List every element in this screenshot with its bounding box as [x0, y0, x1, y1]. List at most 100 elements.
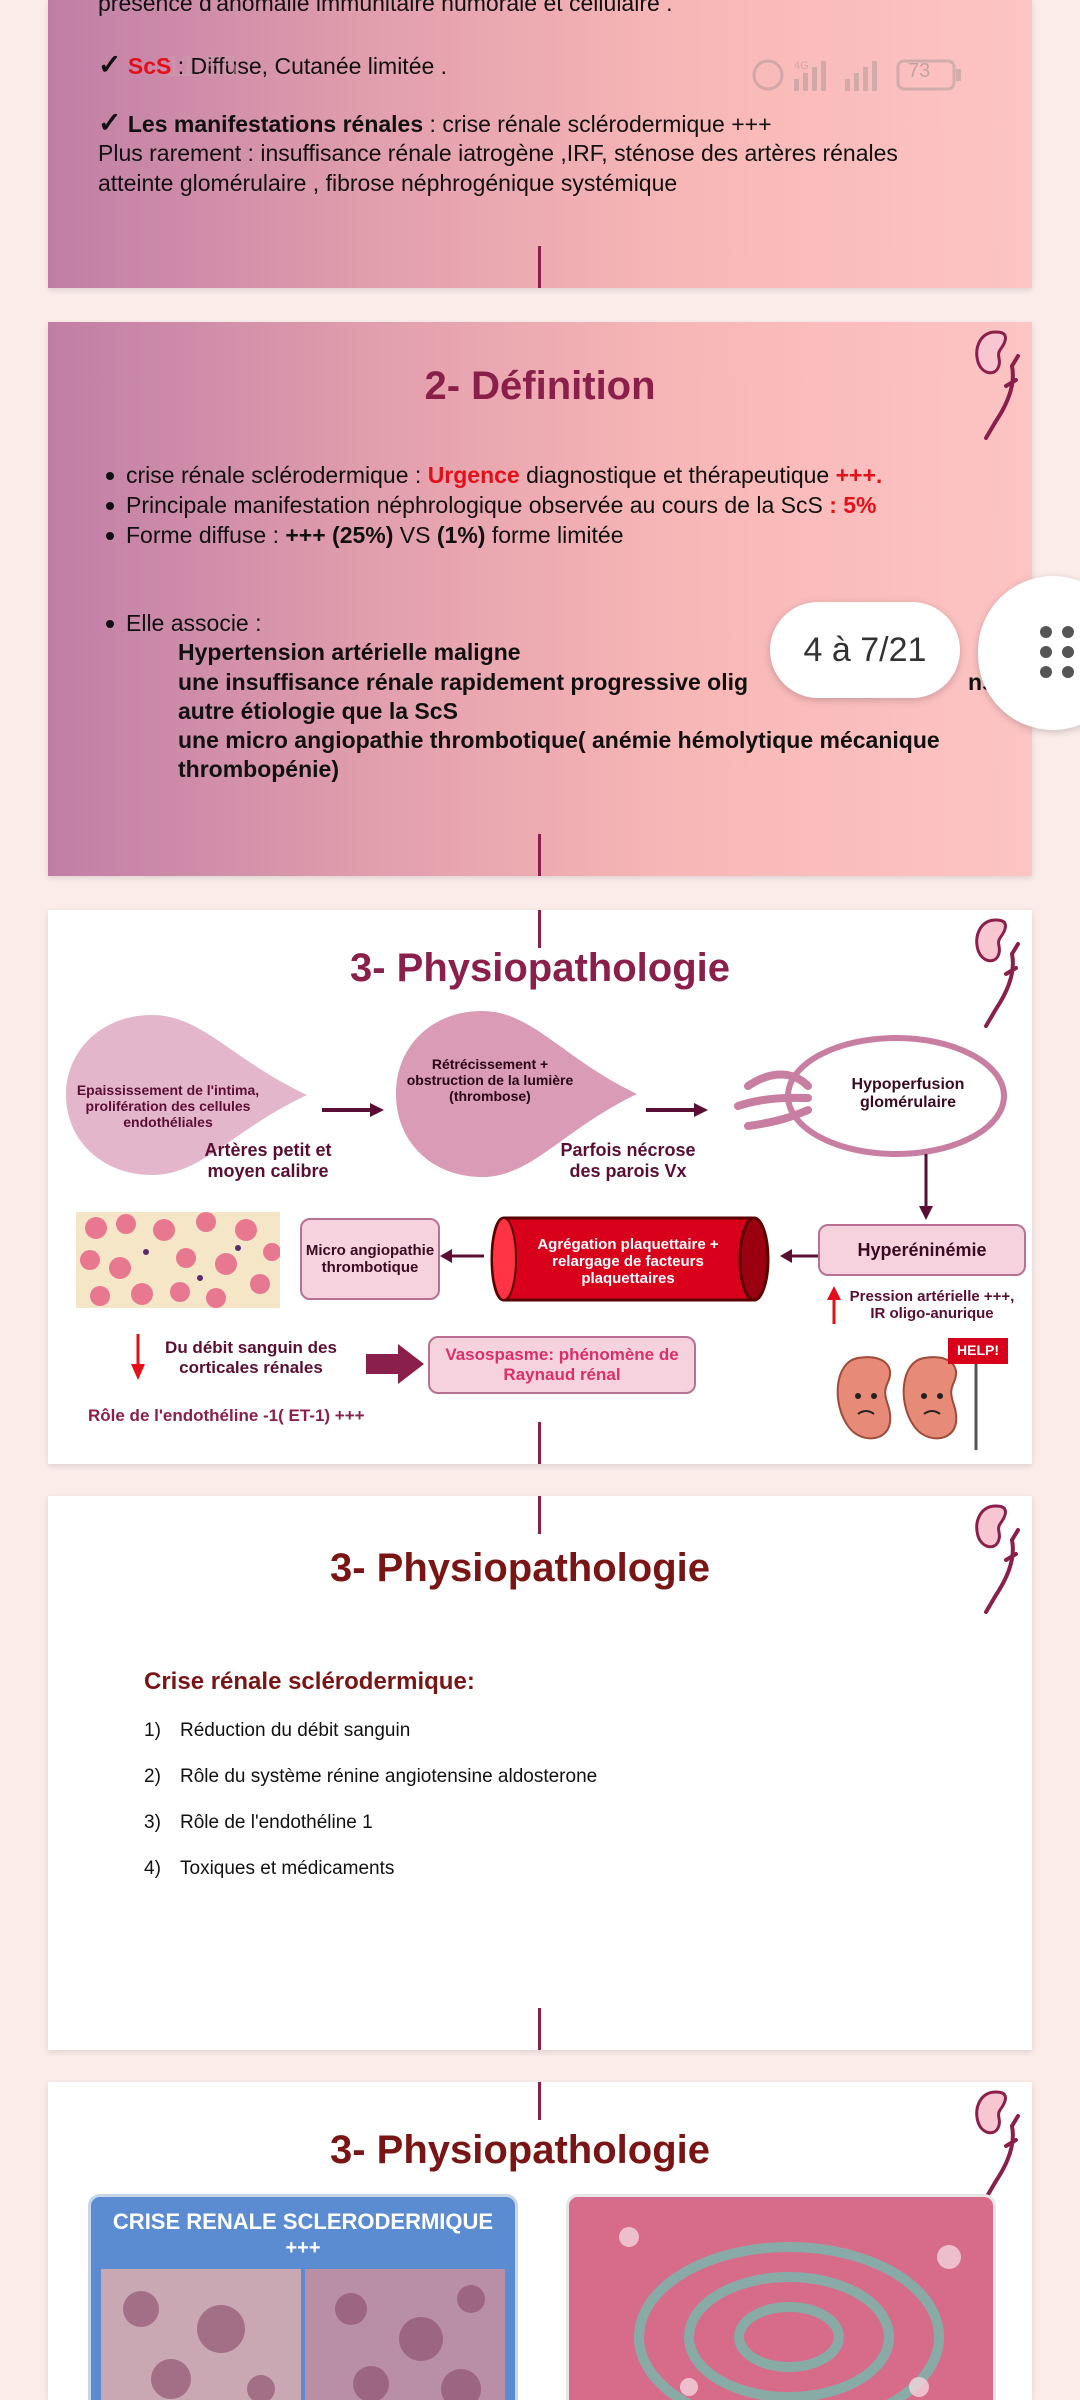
- hypoperfusion-label: Hypoperfusion glomérulaire: [851, 1076, 965, 1111]
- arrow-right-icon: [646, 1103, 708, 1117]
- drop-shape-2: [396, 1011, 637, 1177]
- bullet3-vs: VS: [393, 522, 437, 548]
- bullet4-text: Elle associe :: [126, 610, 262, 636]
- bullet3-end: forme limitée: [485, 522, 624, 548]
- renal-rest: : crise rénale sclérodermique +++: [423, 111, 772, 137]
- list-item: 2)Rôle du système rénine angiotensine al…: [144, 1766, 597, 1788]
- list-num: 2): [144, 1766, 161, 1787]
- bullet3-pct-limitee: (1%): [436, 522, 486, 548]
- drop1-caption: Artères petit et moyen calibre: [204, 1140, 332, 1181]
- kidney-characters-icon: [836, 1338, 1008, 1450]
- bullet2-text: Principale manifestation néphrologique o…: [126, 492, 830, 518]
- drop2-caption: Parfois nécrose des parois Vx: [560, 1140, 696, 1181]
- red-vessel-tube: [490, 1216, 770, 1302]
- rare-line-2: atteinte glomérulaire , fibrose néphrogé…: [98, 170, 678, 196]
- micro-angiopathy-box: Micro angiopathie thrombotique: [300, 1218, 440, 1300]
- bullet-dot: [106, 532, 114, 540]
- list-text: Rôle de l'endothéline 1: [180, 1812, 373, 1833]
- bullet3-text: Forme diffuse :: [126, 522, 286, 548]
- slide-3: 3- Physiopathologie Epaississement de l'…: [48, 910, 1032, 1464]
- bullet2-pct: : 5%: [829, 492, 877, 518]
- arrow-down-icon: [131, 1334, 145, 1380]
- kidney-hand-logo: [975, 1504, 1020, 1614]
- bullet3-pct-diffuse: +++ (25%): [285, 522, 394, 548]
- slide1-renal-row: ✓ Les manifestations rénales : crise rén…: [98, 106, 772, 139]
- renal-label: Les manifestations rénales: [127, 111, 424, 137]
- histology-panel-left: CRISE RENALE SCLERODERMIQUE +++: [88, 2194, 518, 2400]
- kidney-hand-logo: [975, 2090, 1020, 2200]
- check-icon: ✓: [98, 107, 122, 138]
- bullet-4: Elle associe :: [106, 608, 262, 638]
- histology-panel-right: [566, 2194, 996, 2400]
- blood-smear-image: [76, 1212, 280, 1308]
- battery-level: 73: [908, 60, 931, 82]
- panel-title-2: +++: [285, 2237, 321, 2259]
- arrow-down-icon: [919, 1154, 933, 1220]
- list-text: Réduction du débit sanguin: [180, 1720, 411, 1741]
- debit-label: Du débit sanguin des corticales rénales: [165, 1338, 337, 1377]
- rare-line-1: Plus rarement : insuffisance rénale iatr…: [98, 140, 898, 166]
- panel-title-1: CRISE RENALE SCLERODERMIQUE: [112, 2209, 494, 2234]
- slide-connector: [538, 1496, 541, 1534]
- bullet-dot: [106, 502, 114, 510]
- slide-2: 2- Définition crise rénale sclérodermiqu…: [48, 322, 1032, 876]
- slide-connector: [538, 834, 541, 876]
- histology-image-left: [101, 2269, 505, 2400]
- vessel-illustration: [734, 1035, 1007, 1157]
- slide-1: présence d'anomalie immunitaire humorale…: [48, 0, 1032, 288]
- slide-5: 3- Physiopathologie CRISE RENALE SCLEROD…: [48, 2082, 1032, 2400]
- big-arrow-right-icon: [366, 1344, 424, 1384]
- sub-3: autre étiologie que la ScS: [178, 698, 458, 724]
- slide-connector: [538, 2008, 541, 2050]
- endotheline-label: Rôle de l'endothéline -1( ET-1) +++: [88, 1406, 365, 1425]
- slide2-title: 2- Définition: [424, 364, 656, 408]
- histology-image-right: [569, 2197, 993, 2400]
- status-icons: 4G: [752, 59, 961, 91]
- arrow-right-icon: [322, 1103, 384, 1117]
- page-indicator: 4 à 7/21: [770, 602, 960, 698]
- drop-shape-1: [66, 1015, 307, 1175]
- drop1-text: Epaississement de l'intima, prolifératio…: [76, 1082, 260, 1130]
- kidney-hand-logo: [975, 918, 1020, 1028]
- arrow-left-icon: [440, 1249, 484, 1263]
- slide-connector: [538, 910, 541, 948]
- aggregation-label: Agrégation plaquettaire + relargage de f…: [537, 1236, 719, 1287]
- drop2-text: Rétrécissement + obstruction de la lumiè…: [406, 1056, 574, 1104]
- arrow-up-icon: [827, 1286, 841, 1324]
- status-time: 11:56: [165, 50, 238, 83]
- slide-connector: [538, 1422, 541, 1464]
- slide-connector: [538, 2082, 541, 2120]
- sub-4: une micro angiopathie thrombotique( aném…: [178, 727, 940, 753]
- bullet-dot: [106, 620, 114, 628]
- slide3-title: 3- Physiopathologie: [349, 946, 731, 990]
- bullet-dot: [106, 472, 114, 480]
- slide5-title: 3- Physiopathologie: [329, 2128, 711, 2172]
- list-item: 3) Rôle de l'endothéline 1: [144, 1812, 373, 1834]
- scs-rest: : Diffuse, Cutanée limitée .: [171, 53, 448, 79]
- urgence: Urgence: [427, 462, 520, 488]
- sub-5: thrombopénie): [178, 756, 339, 782]
- slide4-heading: Crise rénale sclérodermique:: [144, 1668, 475, 1695]
- slide1-top-line: présence d'anomalie immunitaire humorale…: [98, 0, 673, 16]
- grip-icon: [1040, 626, 1074, 678]
- pression-label: Pression artérielle +++, IR oligo-anuriq…: [849, 1288, 1015, 1322]
- list-text: Toxiques et médicaments: [180, 1858, 395, 1879]
- list-num: 4): [144, 1858, 161, 1879]
- bullet-3: Forme diffuse : +++ (25%) VS (1%) forme …: [106, 520, 624, 550]
- bullet1-plus: +++.: [835, 462, 883, 488]
- bullet-2: Principale manifestation néphrologique o…: [106, 490, 877, 520]
- vasospasm-box: Vasospasme: phénomène de Raynaud rénal: [428, 1336, 696, 1394]
- bullet1-text: crise rénale sclérodermique :: [126, 462, 428, 488]
- list-num: 3): [144, 1812, 161, 1833]
- sub-2a: une insuffisance rénale rapidement progr…: [178, 669, 749, 695]
- bullet1-text-2: diagnostique et thérapeutique: [519, 462, 836, 488]
- slide4-title: 3- Physiopathologie: [329, 1546, 711, 1590]
- slide-4: 3- Physiopathologie Crise rénale sclérod…: [48, 1496, 1032, 2050]
- list-item: 1) Réduction du débit sanguin: [144, 1720, 410, 1742]
- list-num: 1): [144, 1720, 161, 1741]
- network-label: 4G: [794, 60, 809, 72]
- kidney-hand-logo: [975, 330, 1020, 440]
- sub-1: Hypertension artérielle maligne: [178, 639, 521, 665]
- check-icon: ✓: [98, 49, 122, 80]
- scs-label: ScS: [127, 53, 172, 79]
